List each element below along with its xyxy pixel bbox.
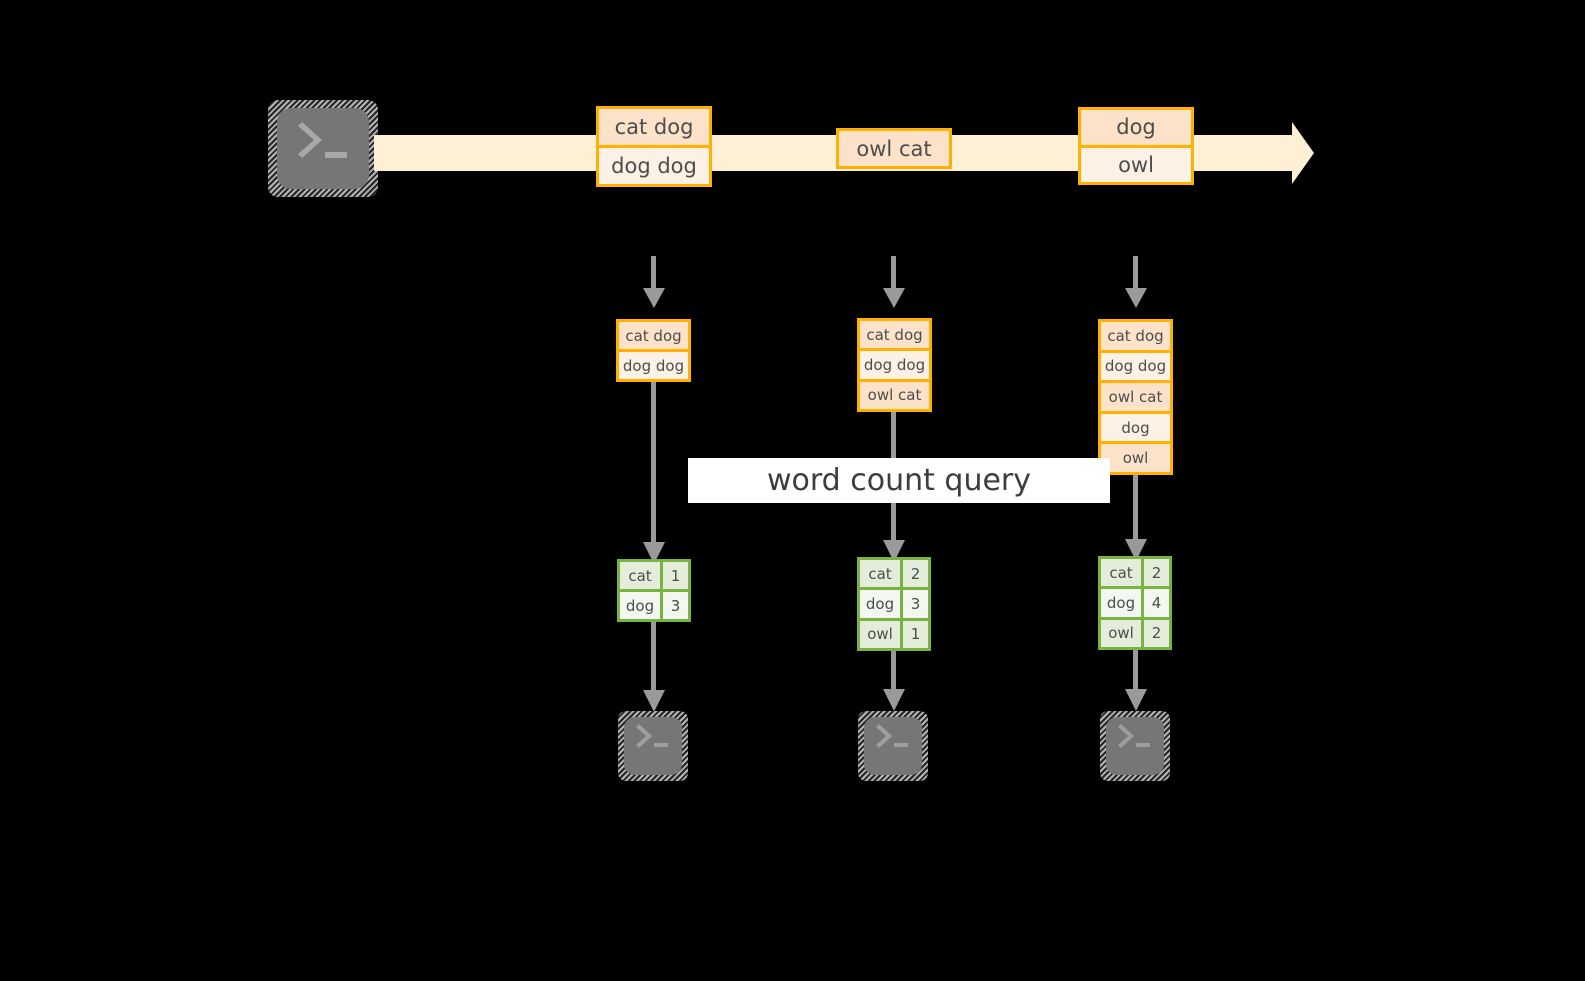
- table-cell-count: 2: [910, 564, 921, 583]
- table-cell-word: cat: [620, 562, 663, 589]
- table-cell-count: 1: [910, 625, 921, 644]
- batch-line: dog: [1081, 110, 1191, 145]
- accumulated-line: owl: [1101, 441, 1170, 472]
- accumulated-line: cat dog: [619, 322, 688, 349]
- snapshot-3-sink-arrowhead: [1125, 689, 1147, 711]
- snapshot-1-result-table: cat 1 dog 3: [617, 559, 691, 622]
- snapshot-3-accumulated-box: cat dog dog dog owl cat dog owl: [1098, 319, 1173, 475]
- table-row: dog 3: [620, 589, 688, 619]
- terminal-body: [864, 717, 922, 775]
- snapshot-2-trigger-arrowhead: [883, 288, 905, 308]
- table-cell-count: 2: [1151, 563, 1162, 582]
- snapshot-2-trigger-line: [891, 256, 896, 294]
- accumulated-line: cat dog: [1101, 322, 1170, 350]
- terminal-body: [277, 108, 369, 189]
- accumulated-line: dog dog: [1101, 349, 1170, 381]
- query-label-band: word count query: [688, 458, 1110, 503]
- table-cell-count: 2: [1151, 624, 1162, 643]
- snapshot-3-sink-terminal-icon: [1100, 711, 1170, 781]
- snapshot-1-sink-terminal-icon: [618, 711, 688, 781]
- table-row: cat 2: [1101, 559, 1169, 587]
- snapshot-3-sink-line: [1133, 650, 1138, 697]
- source-terminal-icon: [268, 100, 378, 197]
- terminal-prompt-icon: [1118, 724, 1150, 748]
- snapshot-3-query-line: [1133, 475, 1138, 548]
- table-cell-word: dog: [620, 592, 663, 619]
- snapshot-2-result-table: cat 2 dog 3 owl 1: [857, 557, 931, 651]
- terminal-prompt-icon: [298, 122, 347, 158]
- accumulated-line: dog: [1101, 410, 1170, 442]
- snapshot-1-trigger-arrowhead: [643, 288, 665, 308]
- event-stream-arrowhead: [1292, 122, 1314, 184]
- terminal-prompt-icon: [876, 724, 908, 748]
- snapshot-1-sink-line: [651, 622, 656, 698]
- terminal-body: [1106, 717, 1164, 775]
- stream-batch-3: dog owl: [1078, 107, 1194, 185]
- table-cell-word: owl: [860, 620, 903, 648]
- batch-line: cat dog: [599, 109, 709, 145]
- table-cell-count: 4: [1151, 593, 1162, 612]
- batch-line: dog dog: [599, 145, 709, 184]
- accumulated-line: owl cat: [860, 378, 929, 409]
- snapshot-1-accumulated-box: cat dog dog dog: [616, 319, 691, 382]
- snapshot-3-trigger-arrowhead: [1125, 288, 1147, 308]
- snapshot-2-accumulated-box: cat dog dog dog owl cat: [857, 318, 932, 412]
- accumulated-line: dog dog: [619, 349, 688, 379]
- batch-line: owl cat: [839, 131, 949, 166]
- snapshot-3-trigger-line: [1133, 256, 1138, 294]
- snapshot-3-query-arrowhead: [1125, 539, 1147, 561]
- accumulated-line: owl cat: [1101, 380, 1170, 411]
- stream-batch-1: cat dog dog dog: [596, 106, 712, 187]
- table-row: dog 4: [1101, 586, 1169, 617]
- table-cell-count: 3: [670, 596, 681, 615]
- snapshot-1-query-arrowhead: [643, 542, 665, 564]
- stream-batch-2: owl cat: [836, 128, 952, 169]
- accumulated-line: dog dog: [860, 348, 929, 379]
- table-cell-count: 3: [910, 594, 921, 613]
- snapshot-2-query-arrowhead: [883, 540, 905, 562]
- snapshot-3-result-table: cat 2 dog 4 owl 2: [1098, 556, 1172, 650]
- batch-line: owl: [1081, 144, 1191, 182]
- query-label-text: word count query: [766, 463, 1032, 498]
- terminal-body: [624, 717, 682, 775]
- table-cell-word: dog: [1101, 589, 1144, 617]
- snapshot-2-sink-arrowhead: [883, 689, 905, 711]
- table-cell-count: 1: [670, 566, 681, 585]
- table-cell-word: cat: [1101, 559, 1144, 587]
- snapshot-1-trigger-line: [651, 256, 656, 294]
- snapshot-1-sink-arrowhead: [643, 690, 665, 712]
- table-cell-word: cat: [860, 560, 903, 588]
- snapshot-1-query-line: [651, 382, 656, 550]
- table-cell-word: owl: [1101, 619, 1144, 647]
- terminal-prompt-icon: [636, 724, 668, 748]
- table-row: owl 2: [1101, 616, 1169, 647]
- table-row: cat 1: [620, 562, 688, 589]
- accumulated-line: cat dog: [860, 321, 929, 349]
- table-row: owl 1: [860, 617, 928, 648]
- snapshot-2-sink-terminal-icon: [858, 711, 928, 781]
- table-cell-word: dog: [860, 590, 903, 618]
- table-row: cat 2: [860, 560, 928, 588]
- table-row: dog 3: [860, 587, 928, 618]
- snapshot-2-sink-line: [891, 651, 896, 697]
